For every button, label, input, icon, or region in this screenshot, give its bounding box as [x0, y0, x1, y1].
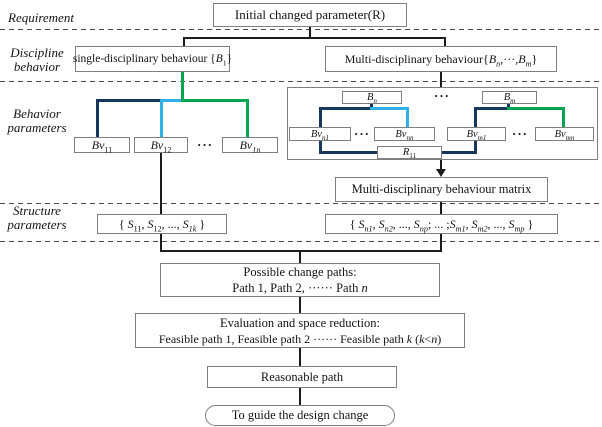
connector-matrix-to-struct-right	[440, 202, 442, 214]
connector-bm-green-horizontal	[507, 107, 565, 110]
ellipsis-bn-bm: ···	[433, 87, 450, 103]
connector-merge-horizontal	[160, 250, 442, 252]
connector-bv12-drop-cyan	[160, 99, 163, 137]
connector-bvm1-to-r11-vertical	[474, 141, 477, 154]
lane-label-discipline: Discipline behavior	[10, 45, 64, 74]
connector-left-green-horizontal	[181, 99, 249, 102]
node-bv12: Bv12	[134, 137, 188, 153]
node-struct-right: { Sn1, Sn2, ..., Snp; ... ;Sm1, Sm2, ...…	[325, 214, 558, 234]
connector-initial-stem	[309, 27, 311, 38]
ellipsis-bvn: ···	[353, 126, 370, 141]
dashed-separator-discipline	[0, 81, 602, 83]
connector-left-cyan-horizontal	[160, 99, 184, 102]
connector-bvmn-drop	[562, 107, 565, 127]
lane-label-structure: Structure parameters	[7, 203, 67, 232]
connector-struct-left-down	[160, 234, 162, 252]
connector-bn-navy-horizontal	[319, 107, 373, 110]
connector-bv1n-drop-green	[246, 99, 249, 137]
lane-label-requirement: Requirement	[8, 10, 74, 25]
connector-evaluation-to-reasonable	[299, 348, 301, 366]
connector-bv11-drop-navy	[96, 99, 99, 137]
connector-possible-to-evaluation	[299, 297, 301, 313]
connector-bvn1-to-r11-vertical	[319, 141, 322, 154]
multi-behaviour-container	[287, 87, 598, 160]
arrowhead-to-matrix	[436, 169, 446, 177]
node-single-disciplinary-behaviour: single-disciplinary behaviour {B1}	[73, 46, 232, 72]
node-struct-left: { S11, S12, ..., S1k }	[97, 214, 227, 234]
connector-branch-left-drop	[183, 37, 185, 47]
lane-label-behavior: Behavior parameters	[7, 106, 67, 135]
dashed-separator-structure	[0, 241, 602, 243]
connector-multi-to-container	[440, 72, 442, 87]
node-initial-changed-parameter: Initial changed parameter(R)	[213, 3, 407, 27]
connector-bn-stem	[370, 103, 373, 110]
connector-reasonable-to-terminal	[299, 388, 301, 405]
node-reasonable-path: Reasonable path	[207, 366, 397, 388]
connector-bn-cyan-horizontal	[370, 107, 409, 110]
node-bvn1: Bvn1	[289, 127, 351, 141]
node-terminal-guide-design-change: To guide the design change	[205, 405, 395, 426]
node-multi-disciplinary-behaviour: Multi-disciplinary behaviour{Bn,···,Bm}	[325, 46, 557, 72]
connector-r11-right-horizontal	[442, 151, 477, 154]
node-behaviour-matrix: Multi-disciplinary behaviour matrix	[335, 177, 548, 202]
node-bvnn: Bvnn	[374, 127, 435, 141]
connector-bvn1-drop	[319, 107, 322, 127]
connector-left-navy-horizontal	[96, 99, 162, 102]
connector-bm-stem	[507, 103, 510, 110]
node-r11: R11	[377, 146, 442, 160]
connector-merge-to-possible	[299, 252, 301, 263]
connector-bvnn-drop	[406, 107, 409, 127]
connector-branch-horizontal	[183, 37, 446, 39]
node-bvmn: Bvmn	[535, 127, 594, 141]
connector-branch-right-drop	[444, 37, 446, 47]
ellipsis-bvm: ···	[511, 126, 528, 141]
node-bm: Bm	[482, 91, 537, 105]
dashed-separator-behavior	[0, 203, 602, 205]
node-bn: Bn	[342, 91, 402, 105]
connector-single-stem-green	[181, 72, 184, 102]
connector-r11-left-horizontal	[319, 151, 377, 154]
ellipsis-left-bv: ···	[196, 137, 213, 152]
connector-struct-right-down	[440, 234, 442, 252]
node-evaluation-space-reduction: Evaluation and space reduction: Feasible…	[135, 313, 465, 348]
node-bv1n: Bv1n	[222, 137, 278, 153]
node-bvm1: Bvm1	[447, 127, 506, 141]
connector-container-to-matrix	[440, 160, 442, 170]
dashed-separator-requirement	[0, 29, 602, 31]
connector-bm-navy-horizontal	[474, 107, 510, 110]
connector-bv12-to-struct-left	[160, 153, 162, 214]
connector-bvm1-drop	[474, 107, 477, 127]
node-bv11: Bv11	[74, 137, 130, 153]
node-possible-change-paths: Possible change paths: Path 1, Path 2, ·…	[160, 263, 440, 297]
